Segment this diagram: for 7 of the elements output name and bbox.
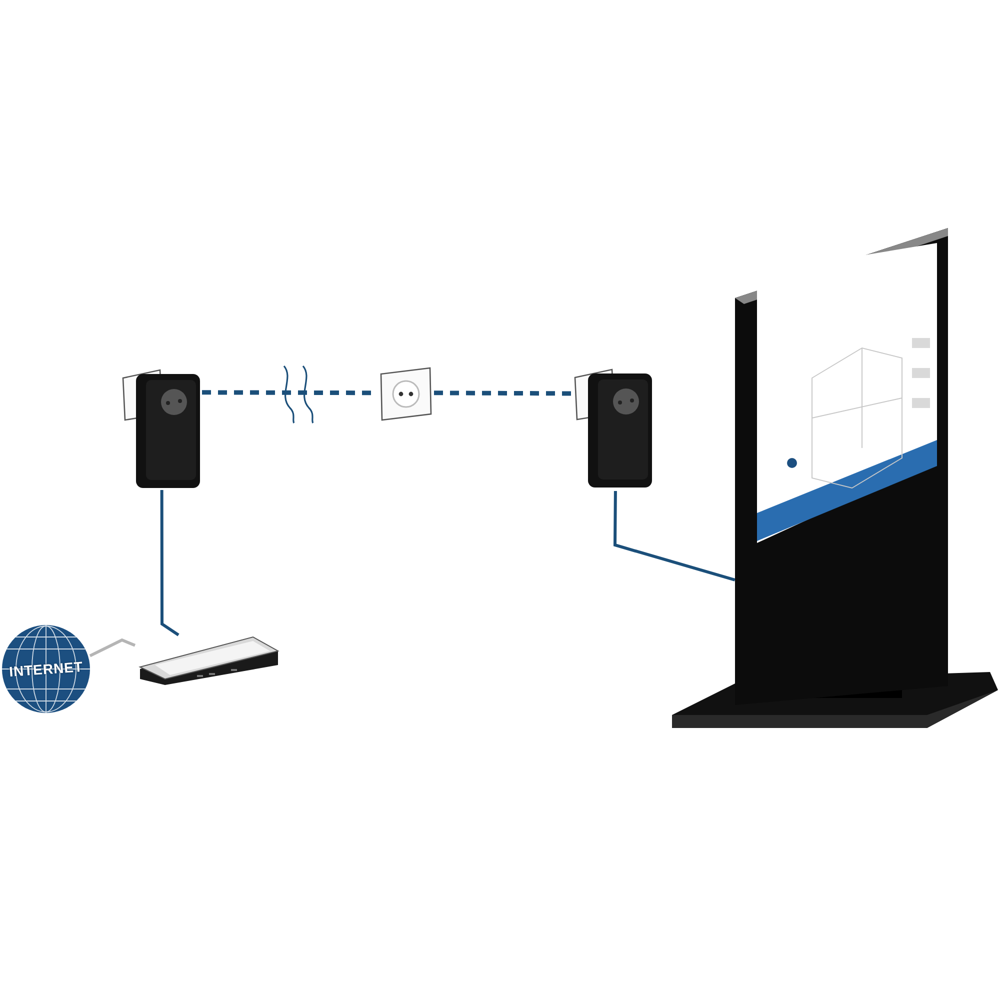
cable [89,638,136,658]
dashed-powerline-connection [434,390,572,396]
powerline-adapter-drawing [120,368,202,490]
cable [614,490,736,582]
globe-label: INTERNET [8,658,84,680]
cable [160,490,180,636]
wall-socket-drawing [378,366,434,422]
